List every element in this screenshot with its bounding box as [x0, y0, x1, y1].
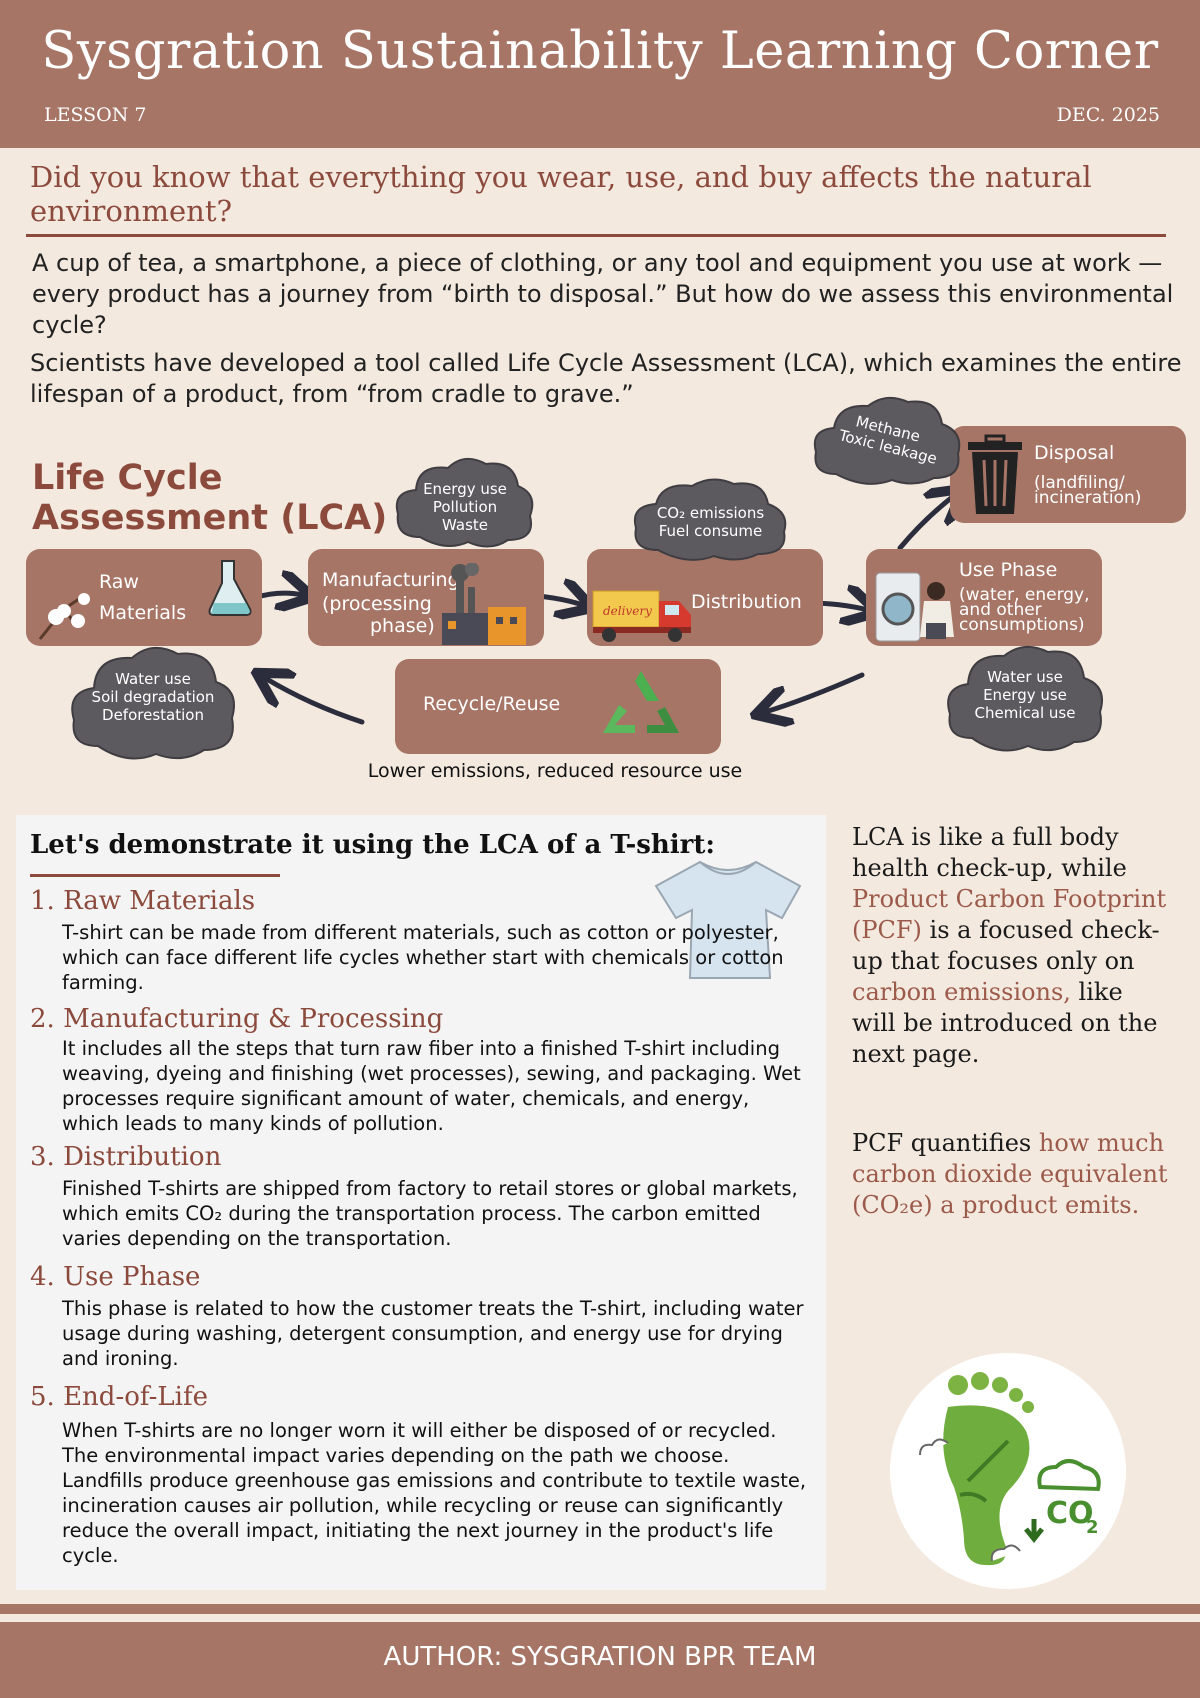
stage-recycle-label: Recycle/Reuse	[423, 693, 561, 715]
footer-author: AUTHOR: SYSGRATION BPR TEAM	[383, 1642, 817, 1672]
stage-recycle-reuse: Recycle/Reuse	[395, 659, 721, 754]
truck-label: delivery	[603, 604, 652, 618]
stage-raw-line1: Raw	[99, 571, 139, 593]
tshirt-icon	[654, 860, 802, 979]
section-2-body: It includes all the steps that turn raw …	[62, 1037, 801, 1135]
cloud-raw-line3: Deforestation	[102, 706, 204, 724]
stage-distribution: Distribution delivery	[587, 549, 823, 646]
factory-icon	[442, 563, 526, 645]
delivery-truck-icon: delivery	[592, 590, 691, 642]
cloud-use-line1: Water use	[987, 668, 1063, 686]
arrow-use-to-recycle	[765, 672, 865, 712]
stage-disposal-line1: Disposal	[1034, 442, 1115, 464]
carbon-footprint-icon: CO 2	[919, 1372, 1101, 1566]
cloud-raw-material-impacts: Water use Soil degradation Deforestation	[64, 640, 242, 764]
side-p1-highlight-pcf: Product Carbon Footprint (PCF)	[852, 885, 1167, 944]
cloud-manufacturing-line2: Pollution	[432, 498, 498, 516]
stage-disposal: Disposal (landfiling/ incineration)	[950, 426, 1186, 523]
demo-title-underline	[30, 874, 280, 877]
trash-bin-icon	[968, 434, 1022, 514]
side-p2-highlight: how much carbon dioxide equivalent (CO₂e…	[852, 1129, 1168, 1219]
section-1-heading: 1. Raw Materials	[30, 886, 256, 916]
lesson-label: LESSON 7	[44, 104, 147, 126]
recycle-icon	[603, 671, 679, 733]
stage-use-line2: (water, energy,	[959, 585, 1090, 605]
lca-title-line1: Life Cycle	[32, 458, 223, 498]
side-p1-text-c: like will be introduced on the next page…	[852, 978, 1158, 1068]
side-p1-text-b: is a focused check-up that focuses only …	[852, 916, 1160, 975]
section-3-body: Finished T-shirts are shipped from facto…	[62, 1177, 798, 1250]
co2-label: CO	[1046, 1496, 1094, 1531]
co2-subscript: 2	[1086, 1517, 1099, 1538]
stage-use-line4: consumptions)	[959, 615, 1085, 635]
question-heading: Did you know that everything you wear, u…	[30, 160, 1092, 228]
cloud-raw-line1: Water use	[115, 670, 191, 688]
stage-raw-line2: Materials	[99, 602, 187, 624]
stage-disposal-line2: (landfiling/	[1034, 473, 1125, 493]
stage-raw-materials: Raw Materials	[26, 549, 262, 646]
side-p1-text-a: LCA is like a full body health check-up,…	[852, 823, 1127, 882]
side-paragraph-1: LCA is like a full body health check-up,…	[852, 822, 1172, 1070]
stage-use-phase: Use Phase (water, energy, and other cons…	[866, 549, 1102, 646]
demo-title: Let's demonstrate it using the LCA of a …	[30, 830, 715, 860]
date-label: DEC. 2025	[1056, 104, 1160, 126]
cloud-manufacturing-impacts: Energy use Pollution Waste	[390, 452, 540, 552]
lca-title-line2: Assessment (LCA)	[32, 498, 388, 538]
stage-use-line3: and other	[959, 600, 1042, 620]
cotton-icon	[38, 593, 90, 640]
cloud-manufacturing-line3: Waste	[442, 516, 488, 534]
section-4-body: This phase is related to how the custome…	[62, 1297, 804, 1370]
side-p2-text-a: PCF quantifies	[852, 1129, 1039, 1157]
flask-icon	[208, 560, 252, 616]
stage-manufacturing: Manufacturing (processing phase)	[308, 549, 544, 646]
cloud-distribution-line1: CO₂ emissions	[656, 504, 765, 522]
section-4-heading: 4. Use Phase	[30, 1262, 201, 1292]
stage-manufacturing-line2: (processing	[322, 593, 432, 615]
cloud-manufacturing-line1: Energy use	[423, 480, 507, 498]
washing-machine-icon	[875, 572, 954, 642]
arrow-recycle-to-raw	[265, 678, 365, 725]
stage-manufacturing-line3: phase)	[370, 615, 435, 637]
question-divider	[26, 234, 1166, 237]
section-1-body: T-shirt can be made from different mater…	[62, 921, 784, 994]
stage-use-line1: Use Phase	[959, 559, 1058, 581]
section-5-body: When T-shirts are no longer worn it will…	[62, 1419, 807, 1567]
intro-paragraph-2: Scientists have developed a tool called …	[30, 349, 1182, 408]
side-p1-highlight-carbon: carbon emissions,	[852, 978, 1071, 1006]
side-paragraph-2: PCF quantifies how much carbon dioxide e…	[852, 1128, 1172, 1221]
carbon-footprint-badge: CO 2	[890, 1353, 1126, 1589]
section-2-heading: 2. Manufacturing & Processing	[30, 1004, 444, 1034]
stage-manufacturing-line1: Manufacturing	[322, 569, 460, 591]
cloud-use-line2: Energy use	[983, 686, 1067, 704]
cloud-use-phase-impacts: Water use Energy use Chemical use	[940, 640, 1110, 756]
page-header: Sysgration Sustainability Learning Corne…	[0, 0, 1200, 148]
cloud-distribution-line2: Fuel consume	[658, 522, 763, 540]
stage-distribution-label: Distribution	[691, 591, 802, 613]
stage-disposal-line3: incineration)	[1034, 488, 1142, 508]
section-3-heading: 3. Distribution	[30, 1142, 222, 1172]
section-5-heading: 5. End-of-Life	[30, 1382, 208, 1412]
page-footer: AUTHOR: SYSGRATION BPR TEAM	[0, 1622, 1200, 1698]
footer-divider	[0, 1604, 1200, 1614]
lca-title: Life Cycle Assessment (LCA)	[32, 458, 387, 538]
intro-paragraph-1: A cup of tea, a smartphone, a piece of c…	[32, 249, 1174, 339]
cloud-raw-line2: Soil degradation	[91, 688, 215, 706]
recycle-note: Lower emissions, reduced resource use	[367, 760, 743, 782]
cloud-distribution-impacts: CO₂ emissions Fuel consume	[628, 474, 793, 562]
page-title: Sysgration Sustainability Learning Corne…	[41, 22, 1159, 81]
cloud-use-line3: Chemical use	[974, 704, 1076, 722]
cloud-disposal-impacts: Methane Toxic leakage	[808, 392, 968, 488]
arrow-use-to-disposal	[897, 495, 955, 551]
